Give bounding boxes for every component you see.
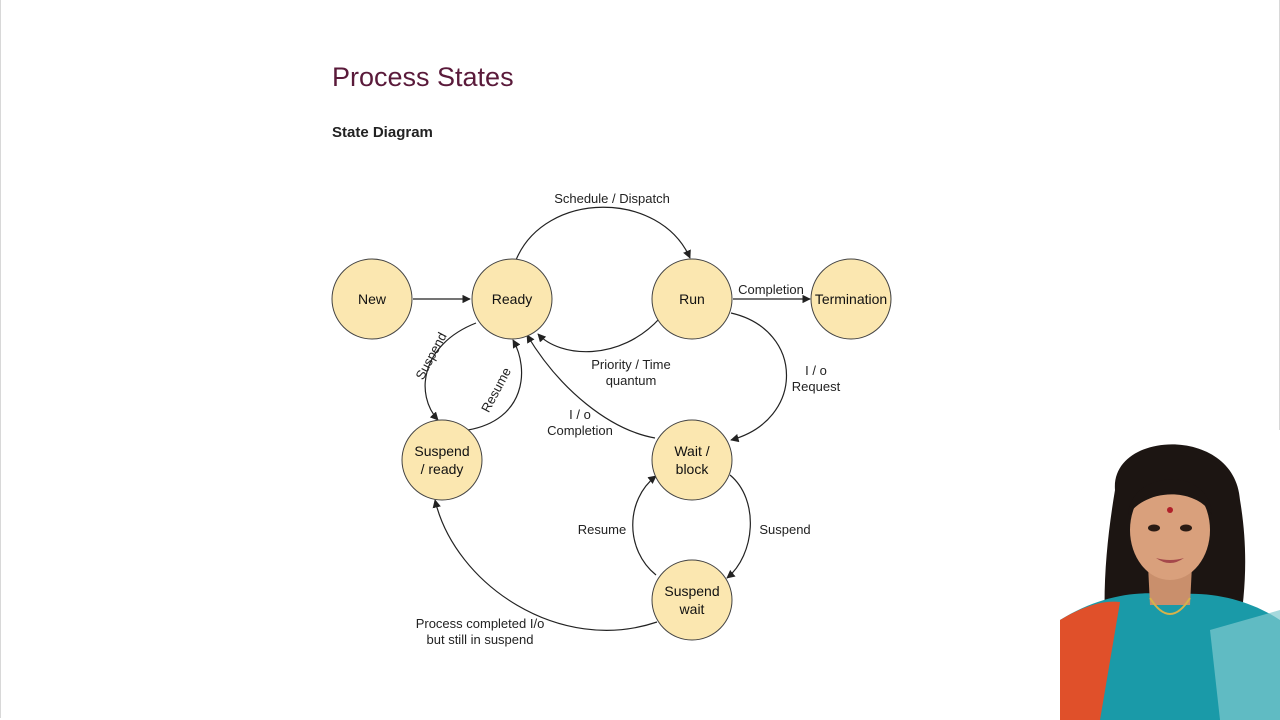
state-wait-block-label-2: block xyxy=(676,461,710,477)
state-ready-label: Ready xyxy=(492,291,532,307)
label-priority-2: quantum xyxy=(606,373,657,388)
state-run-label: Run xyxy=(679,291,705,307)
state-ready: Ready xyxy=(471,258,553,340)
edge-suspend-ready-to-ready xyxy=(467,339,523,431)
state-run: Run xyxy=(651,258,733,340)
state-new-label: New xyxy=(358,291,387,307)
state-suspend-ready-label-1: Suspend xyxy=(414,443,469,459)
label-suspend-right: Suspend xyxy=(759,522,810,537)
label-process-completed-2: but still in suspend xyxy=(427,632,534,647)
label-schedule-dispatch: Schedule / Dispatch xyxy=(554,191,670,206)
label-io-request-1: I / o xyxy=(805,363,827,378)
state-wait-block: Wait / block xyxy=(651,419,733,501)
label-priority-1: Priority / Time xyxy=(591,357,670,372)
presenter-video xyxy=(1060,430,1280,720)
edge-ready-to-suspend-ready xyxy=(424,322,477,421)
page-subtitle: State Diagram xyxy=(332,124,433,141)
label-resume-left: Resume xyxy=(478,365,514,415)
edge-run-to-wait xyxy=(730,312,788,443)
state-suspend-ready-label-2: / ready xyxy=(421,461,464,477)
label-io-completion-1: I / o xyxy=(569,407,591,422)
label-suspend-left: Suspend xyxy=(412,330,449,382)
state-suspend-ready: Suspend / ready xyxy=(401,419,483,501)
edge-wait-to-ready xyxy=(526,334,656,439)
state-suspend-wait-label-2: wait xyxy=(679,601,705,617)
state-new: New xyxy=(331,258,413,340)
label-completion: Completion xyxy=(738,282,804,297)
state-suspend-wait: Suspend wait xyxy=(651,559,733,641)
state-termination: Termination xyxy=(810,258,892,340)
presenter-avatar xyxy=(1060,430,1280,720)
label-process-completed-1: Process completed I/o xyxy=(416,616,545,631)
state-termination-label: Termination xyxy=(815,291,887,307)
state-wait-block-label-1: Wait / xyxy=(674,443,709,459)
edge-run-to-ready-priority xyxy=(537,317,661,353)
edge-suspend-wait-to-wait xyxy=(632,475,657,576)
label-io-completion-2: Completion xyxy=(547,423,613,438)
state-suspend-wait-label-1: Suspend xyxy=(664,583,719,599)
page-title: Process States xyxy=(332,62,514,92)
label-io-request-2: Request xyxy=(792,379,841,394)
edge-suspend-wait-to-suspend-ready xyxy=(432,499,658,631)
edge-wait-to-suspend-wait xyxy=(726,474,751,579)
edge-ready-to-run xyxy=(515,206,691,261)
label-resume-right: Resume xyxy=(578,522,626,537)
